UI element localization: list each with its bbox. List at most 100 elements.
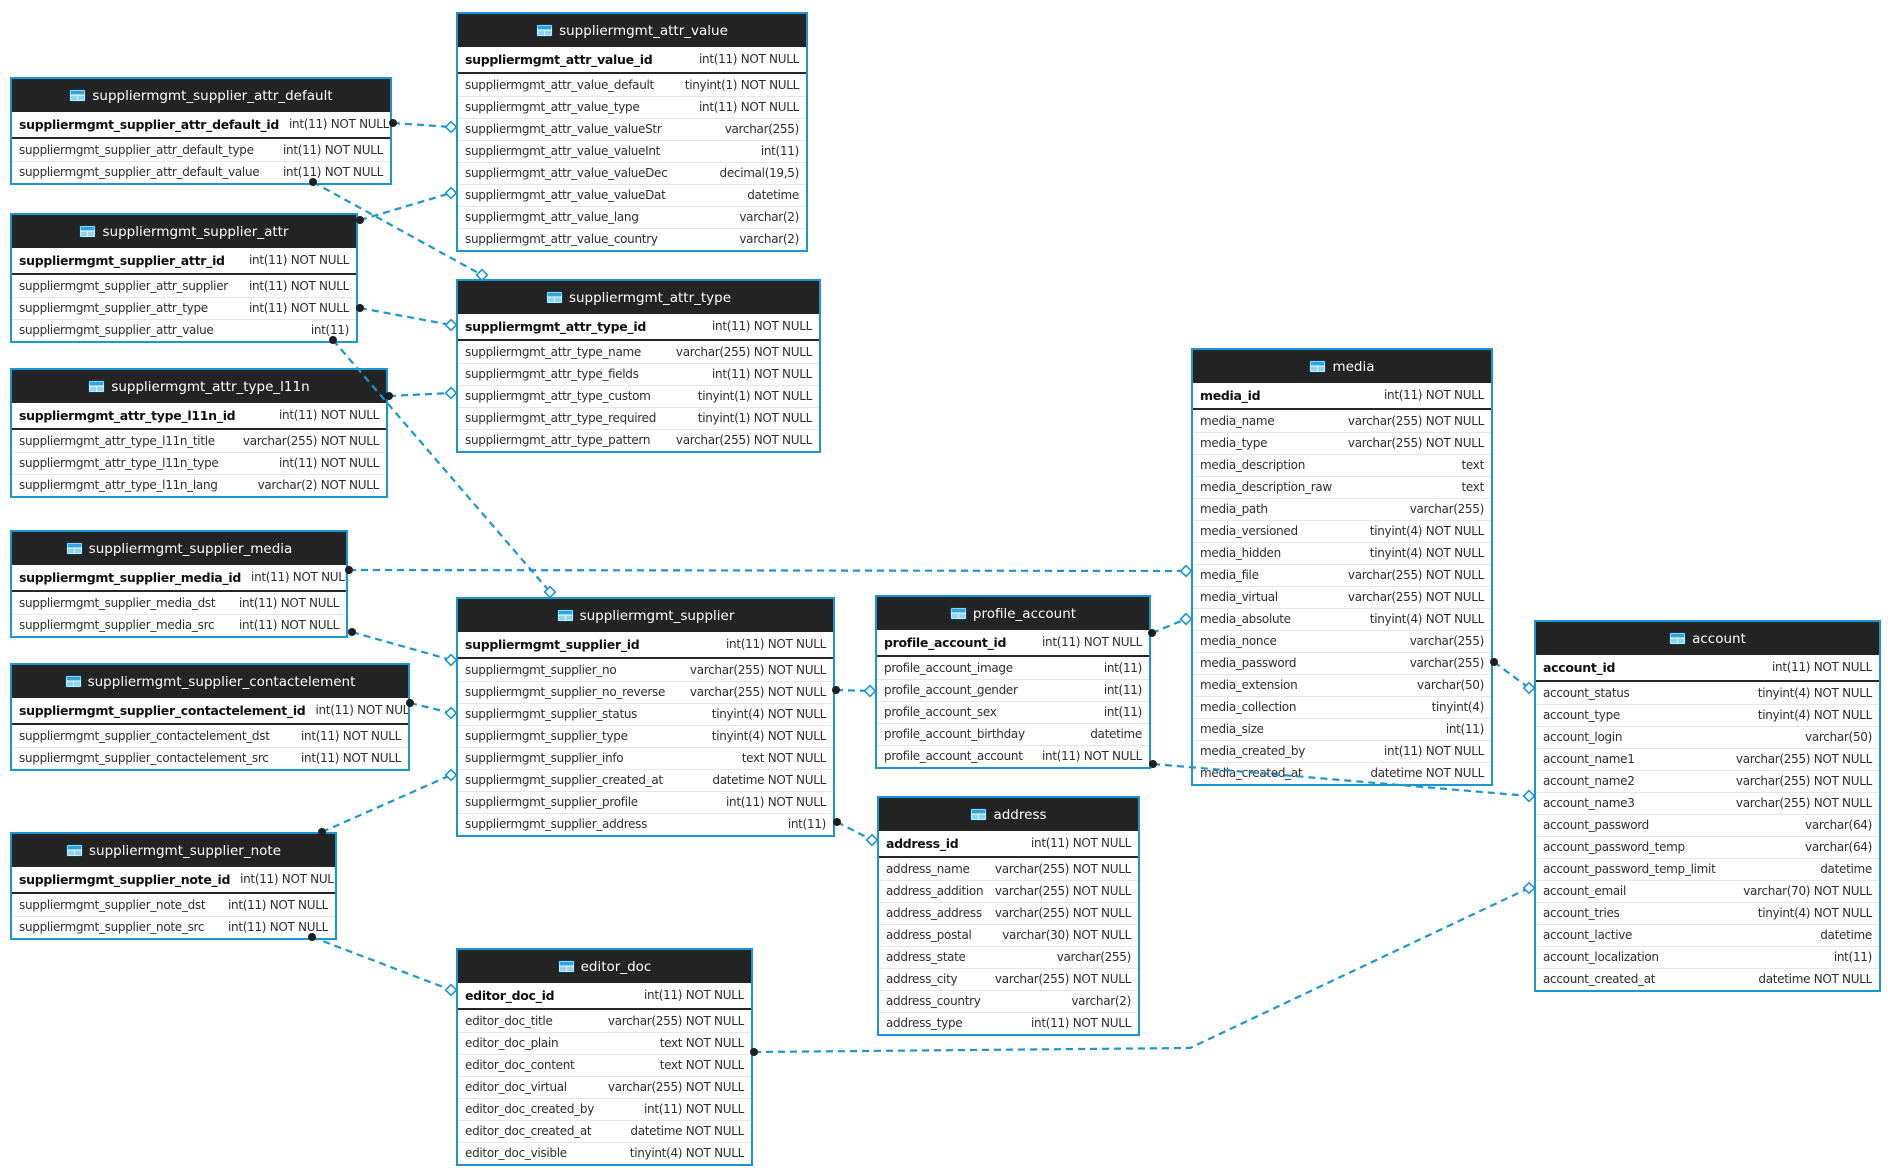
column-type: decimal(19,5) — [719, 166, 800, 180]
table-suppliermgmt_supplier_attr[interactable]: suppliermgmt_supplier_attr suppliermgmt_s… — [10, 213, 358, 343]
column-type: text NOT NULL — [659, 1058, 745, 1072]
column-type: datetime NOT NULL — [630, 1124, 744, 1138]
column-name: account_password_temp — [1543, 840, 1685, 854]
table-header[interactable]: suppliermgmt_attr_type_l11n — [12, 370, 386, 403]
column-name: profile_account_id — [884, 635, 1007, 650]
table-suppliermgmt_attr_type[interactable]: suppliermgmt_attr_type suppliermgmt_attr_… — [456, 279, 821, 453]
column-row: editor_doc_content text NOT NULL — [458, 1054, 751, 1076]
column-type: varchar(255) NOT NULL — [1347, 568, 1484, 582]
column-name: editor_doc_title — [465, 1014, 553, 1028]
column-name: suppliermgmt_attr_value_lang — [465, 210, 639, 224]
column-name: media_created_at — [1200, 766, 1303, 780]
column-name: profile_account_gender — [884, 683, 1018, 697]
column-name: media_versioned — [1200, 524, 1298, 538]
table-title: account — [1692, 630, 1746, 647]
table-header[interactable]: suppliermgmt_supplier_contactelement — [12, 665, 408, 698]
table-header[interactable]: media — [1193, 350, 1491, 383]
column-name: suppliermgmt_attr_value_type — [465, 100, 640, 114]
table-title: suppliermgmt_attr_value — [559, 22, 728, 39]
table-suppliermgmt_attr_value[interactable]: suppliermgmt_attr_value suppliermgmt_attr… — [456, 12, 808, 252]
table-suppliermgmt_attr_type_l11n[interactable]: suppliermgmt_attr_type_l11n suppliermgmt_… — [10, 368, 388, 498]
column-type: tinyint(4) NOT NULL — [1369, 612, 1485, 626]
table-header[interactable]: address — [879, 798, 1138, 831]
table-header[interactable]: suppliermgmt_attr_type — [458, 281, 819, 314]
column-name: profile_account_sex — [884, 705, 997, 719]
column-name: profile_account_birthday — [884, 727, 1025, 741]
column-name: media_path — [1200, 502, 1268, 516]
column-name: suppliermgmt_supplier_contactelement_src — [19, 751, 269, 765]
column-type: int(11) NOT NULL — [726, 637, 826, 651]
column-type: int(11) — [1833, 950, 1872, 964]
column-type: text NOT NULL — [741, 751, 827, 765]
table-header[interactable]: suppliermgmt_attr_value — [458, 14, 806, 47]
table-grid-icon — [557, 960, 575, 973]
column-type: varchar(64) — [1805, 840, 1872, 854]
table-header[interactable]: profile_account — [877, 597, 1149, 630]
relationship-diamond-endpoint — [1179, 564, 1193, 578]
column-name: account_localization — [1543, 950, 1659, 964]
table-header[interactable]: editor_doc — [458, 950, 751, 983]
table-header[interactable]: suppliermgmt_supplier_attr_default — [12, 79, 390, 112]
table-header[interactable]: account — [1536, 622, 1879, 655]
column-name: media_type — [1200, 436, 1268, 450]
column-name: address_id — [886, 836, 959, 851]
table-header[interactable]: suppliermgmt_supplier_attr — [12, 215, 356, 248]
relationship-line — [359, 306, 452, 327]
table-header[interactable]: suppliermgmt_supplier — [458, 599, 833, 632]
column-row: suppliermgmt_supplier_contactelement_src… — [12, 747, 408, 769]
column-type: int(11) NOT NULL — [1031, 1016, 1131, 1030]
table-grid-icon — [64, 675, 82, 688]
column-type: varchar(255) — [1409, 502, 1485, 516]
table-header[interactable]: suppliermgmt_supplier_note — [12, 834, 335, 867]
column-name: editor_doc_content — [465, 1058, 575, 1072]
column-type: varchar(255) NOT NULL — [1735, 774, 1872, 788]
column-type: int(11) NOT NULL — [240, 872, 335, 886]
column-name: suppliermgmt_attr_value_default — [465, 78, 654, 92]
column-type: int(11) NOT NULL — [644, 988, 744, 1002]
table-header[interactable]: suppliermgmt_supplier_media — [12, 532, 346, 565]
column-name: suppliermgmt_supplier_attr_default_type — [19, 143, 254, 157]
column-type: int(11) NOT NULL — [1384, 388, 1484, 402]
column-name: address_type — [886, 1016, 963, 1030]
column-name: suppliermgmt_attr_type_custom — [465, 389, 651, 403]
column-name: editor_doc_visible — [465, 1146, 567, 1160]
column-name: media_nonce — [1200, 634, 1277, 648]
column-name: suppliermgmt_supplier_no_reverse — [465, 685, 666, 699]
